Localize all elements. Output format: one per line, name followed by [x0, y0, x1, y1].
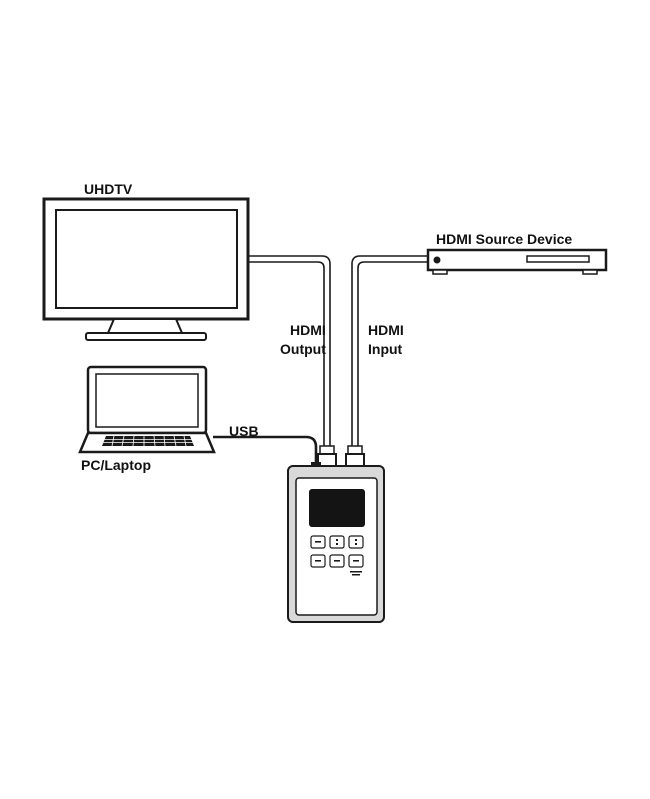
hdmi-input-label-line2: Input [368, 341, 403, 357]
hdmi-source-device-label: HDMI Source Device [436, 231, 573, 247]
hdmi-output-label-line2: Output [280, 341, 326, 357]
hdmi-output-cable [248, 255, 331, 446]
hdmi-analyzer-device-icon [287, 465, 385, 623]
hdmi-output-connector [317, 445, 337, 469]
uhdtv-label: UHDTV [84, 181, 133, 197]
hdmi-input-label-line1: HDMI [368, 322, 404, 338]
hdmi-input-connector [345, 445, 365, 469]
usb-label: USB [229, 423, 259, 439]
set-top-box-icon [426, 248, 608, 275]
usb-cable [213, 435, 318, 468]
pc-laptop-label: PC/Laptop [81, 457, 151, 473]
hdmi-input-cable [351, 255, 428, 446]
laptop-icon [78, 365, 216, 454]
monitor-icon [42, 197, 250, 341]
hdmi-output-label-line1: HDMI [290, 322, 326, 338]
